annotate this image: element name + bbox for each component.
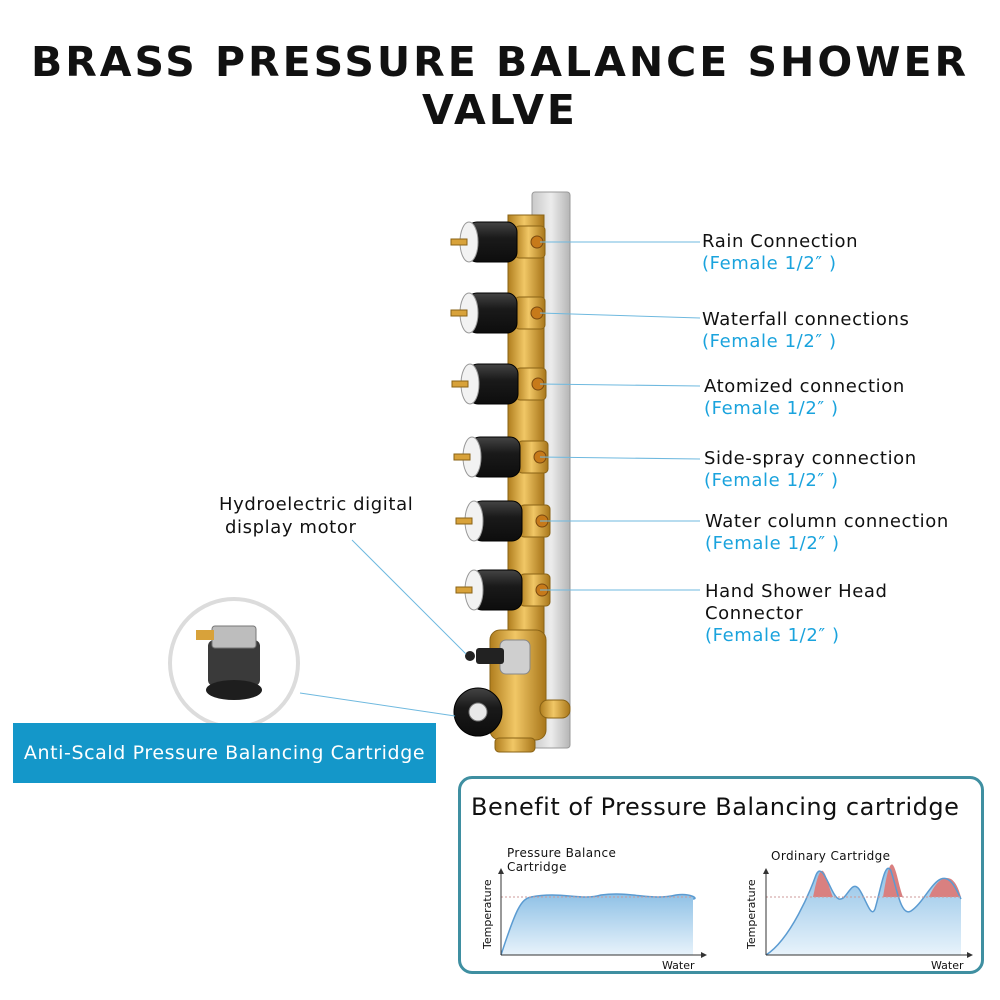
callout-waterfall: Waterfall connections (Female 1/2″ ) <box>702 309 909 353</box>
ordinary-chart-title: Ordinary Cartridge <box>771 849 891 863</box>
callout-waterfall-label: Waterfall connections <box>702 309 910 330</box>
callout-atomized-label: Atomized connection <box>704 376 905 397</box>
callout-rain-label: Rain Connection <box>702 231 859 252</box>
callout-rain-spec: (Female 1/2″ ) <box>702 253 837 274</box>
callout-hand-shower-label: Hand Shower Head <box>705 581 888 602</box>
valve-port <box>453 436 549 478</box>
pressure-balance-line <box>500 893 696 956</box>
callout-water-column: Water column connection (Female 1/2″ ) <box>705 511 949 555</box>
ordinary-spike-2 <box>883 864 903 897</box>
valve-port <box>451 363 547 405</box>
callout-atomized: Atomized connection (Female 1/2″ ) <box>704 376 905 420</box>
pb-ylabel: Temperature <box>481 879 494 949</box>
callout-water-column-label: Water column connection <box>705 511 949 532</box>
callout-water-column-spec: (Female 1/2″ ) <box>705 533 840 554</box>
ordinary-xlabel: Water <box>931 959 964 972</box>
ordinary-x-arrow <box>967 952 973 958</box>
callout-hand-shower: Hand Shower Head Connector (Female 1/2″ … <box>705 581 888 647</box>
callout-side-spray: Side-spray connection (Female 1/2″ ) <box>704 448 917 492</box>
benefit-panel: Benefit of Pressure Balancing cartridge … <box>458 776 984 974</box>
valve-port <box>455 500 551 542</box>
ordinary-y-arrow <box>763 868 769 874</box>
valve-port <box>450 221 546 263</box>
ordinary-area <box>766 868 961 955</box>
ordinary-spike-1 <box>813 870 833 897</box>
callout-rain: Rain Connection (Female 1/2″ ) <box>702 231 858 275</box>
pb-xlabel: Water <box>662 959 695 972</box>
benefit-charts <box>498 864 973 958</box>
valve-port <box>455 569 551 611</box>
callout-atomized-spec: (Female 1/2″ ) <box>704 398 839 419</box>
callout-side-spray-label: Side-spray connection <box>704 448 917 469</box>
ordinary-line <box>765 867 962 956</box>
pb-chart-title: Pressure Balance Cartridge <box>507 846 616 874</box>
callout-hand-shower-spec: (Female 1/2″ ) <box>705 625 840 646</box>
pb-title-line1: Pressure Balance <box>507 846 617 860</box>
hydro-line2: display motor <box>225 517 357 538</box>
ordinary-ylabel: Temperature <box>745 879 758 949</box>
ordinary-spike-3 <box>929 877 961 897</box>
callout-waterfall-spec: (Female 1/2″ ) <box>702 331 837 352</box>
valve-port <box>450 292 546 334</box>
pressure-balance-area <box>501 894 696 955</box>
pb-x-arrow <box>701 952 707 958</box>
benefit-title: Benefit of Pressure Balancing cartridge <box>471 793 960 821</box>
page-title: BRASS PRESSURE BALANCE SHOWER VALVE <box>30 38 970 134</box>
hydro-motor-label: Hydroelectric digital display motor <box>219 493 413 539</box>
hydro-line1: Hydroelectric digital <box>219 494 414 515</box>
pb-title-line2: Cartridge <box>507 860 567 874</box>
callout-side-spray-spec: (Female 1/2″ ) <box>704 470 839 491</box>
pb-y-arrow <box>498 868 504 874</box>
callout-hand-shower-label2: Connector <box>705 603 804 624</box>
cartridge-banner: Anti-Scald Pressure Balancing Cartridge <box>13 723 436 783</box>
